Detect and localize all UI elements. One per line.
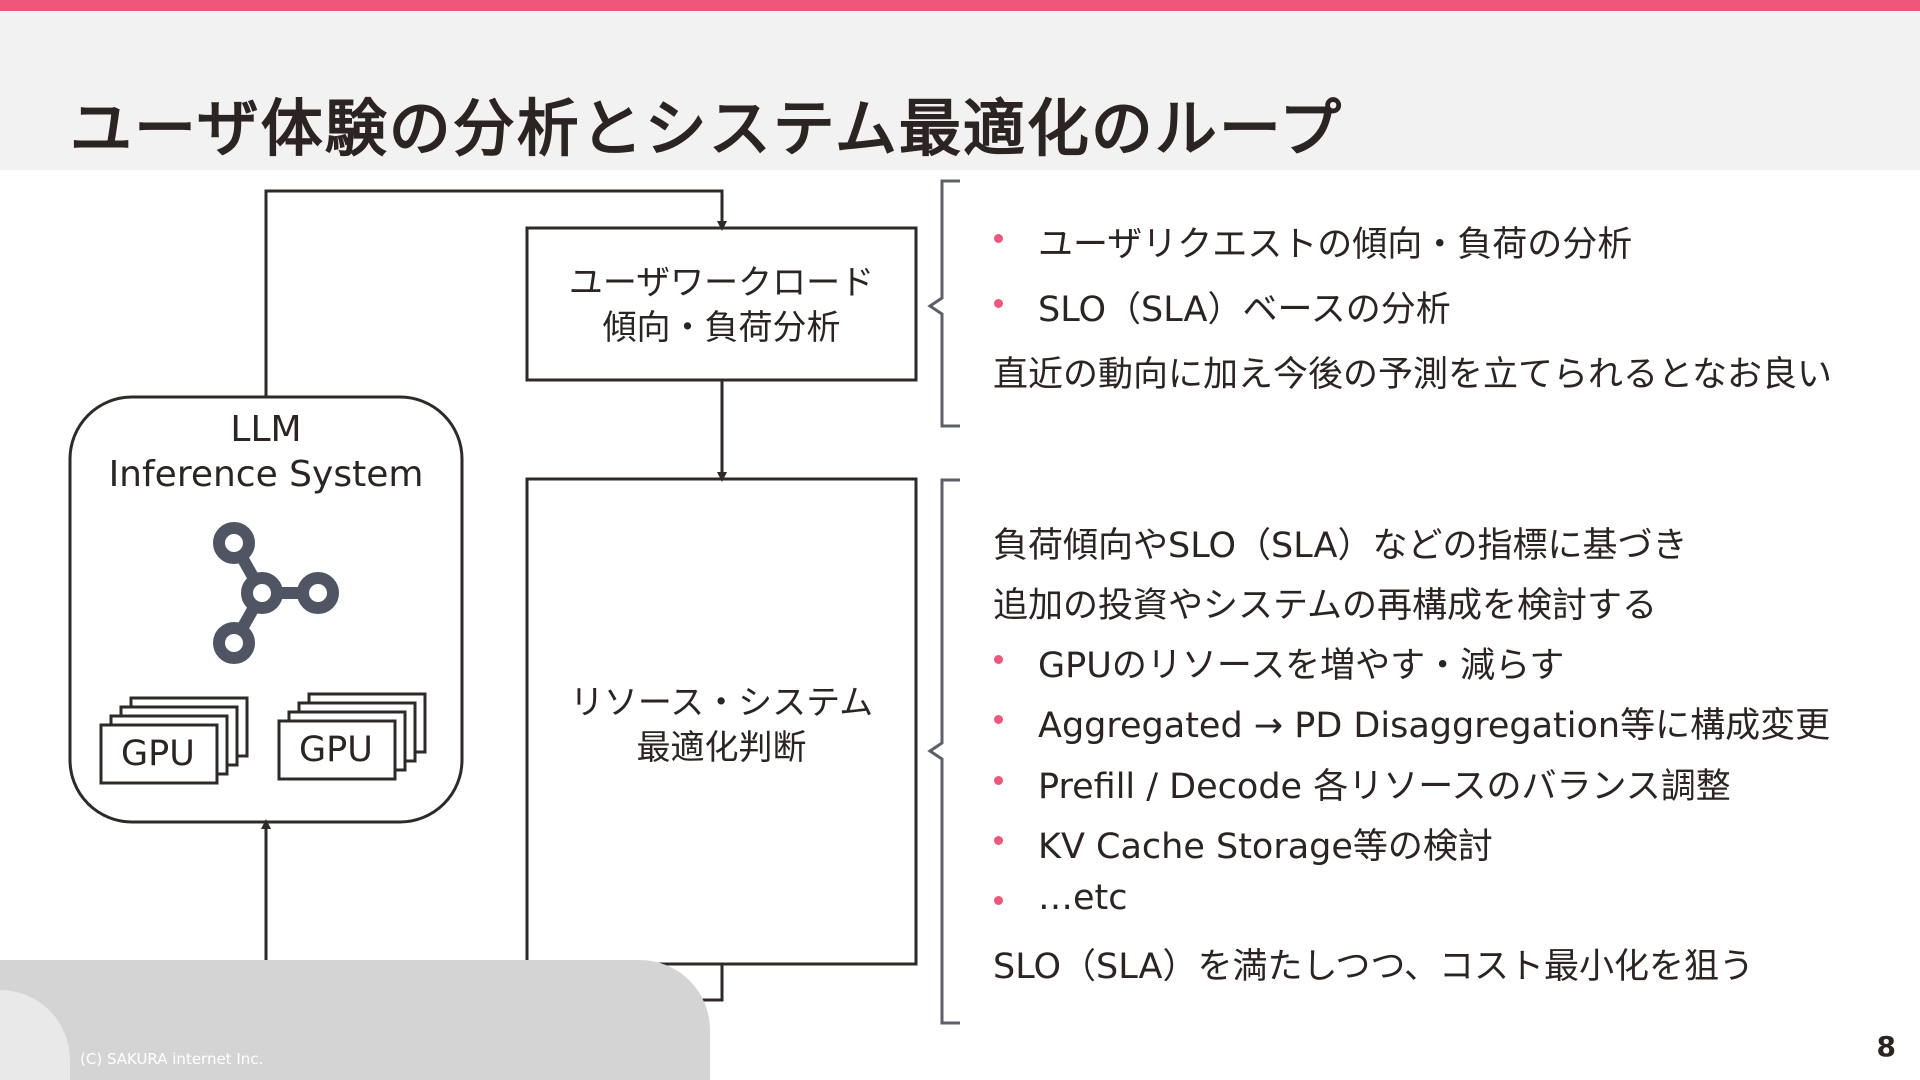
slide-title: ユーザ体験の分析とシステム最適化のループ (70, 92, 1344, 165)
brace-analysis (927, 179, 960, 428)
optimization-bullet-3: Prefill / Decode 各リソースのバランス調整 (1038, 767, 1731, 807)
llm-title-line2: Inference System (108, 454, 424, 495)
bullet-dot (994, 655, 1003, 664)
bullet-dot (994, 234, 1003, 243)
network-nodes-icon (213, 522, 339, 664)
optimization-bullet-5: …etc (1038, 878, 1128, 918)
page-number: 8 (1876, 1030, 1896, 1063)
brace-optimization (927, 478, 960, 1025)
llm-title-line1: LLM (230, 409, 302, 450)
llm-system-title: LLM Inference System (70, 407, 462, 497)
analysis-note: 直近の動向に加え今後の予測を立てられるとなお良い (993, 355, 1832, 395)
bullet-dot (994, 776, 1003, 785)
optimization-bullet-1: GPUのリソースを増やす・減らす (1038, 646, 1565, 686)
bullet-dot (994, 836, 1003, 845)
gpu-label-2: GPU (299, 730, 373, 770)
optimization-conclusion: SLO（SLA）を満たしつつ、コスト最小化を狙う (993, 947, 1754, 987)
bullet-dot (994, 715, 1003, 724)
optimization-bullet-2: Aggregated → PD Disaggregation等に構成変更 (1038, 706, 1831, 746)
optimization-intro-1: 負荷傾向やSLO（SLA）などの指標に基づき (993, 526, 1688, 566)
decision-box-label: リソース・システム 最適化判断 (527, 681, 916, 771)
top-accent-bar (0, 0, 1920, 11)
arrow-system-to-analysis (264, 189, 727, 397)
workload-box-label: ユーザワークロード 傾向・負荷分析 (527, 261, 916, 351)
footer-shape (0, 960, 710, 1080)
optimization-bullet-4: KV Cache Storage等の検討 (1038, 827, 1493, 867)
title-band (0, 11, 1920, 170)
gpu-label-1: GPU (121, 734, 195, 774)
workload-box-line1: ユーザワークロード (568, 263, 875, 303)
decision-box-line2: 最適化判断 (636, 728, 807, 768)
optimization-intro-2: 追加の投資やシステムの再構成を検討する (993, 586, 1657, 626)
gpu-stack-2 (277, 692, 427, 781)
bullet-dot (994, 299, 1003, 308)
analysis-bullet-1: ユーザリクエストの傾向・負荷の分析 (1038, 225, 1633, 265)
copyright-text: (C) SAKURA internet Inc. (80, 1050, 264, 1068)
analysis-bullet-2: SLO（SLA）ベースの分析 (1038, 290, 1451, 330)
workload-box-line2: 傾向・負荷分析 (602, 308, 841, 348)
gpu-stack-1 (99, 696, 249, 785)
bullet-dot (994, 896, 1003, 905)
decision-box-line1: リソース・システム (569, 683, 874, 723)
